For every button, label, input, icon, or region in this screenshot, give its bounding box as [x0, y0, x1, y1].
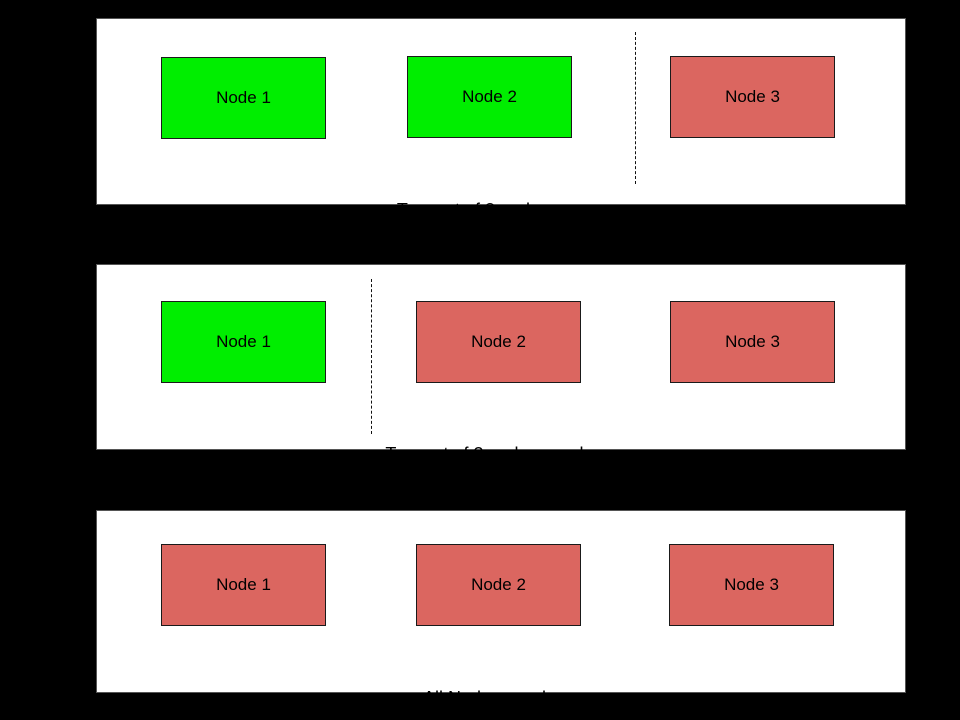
node-box-2: Node 2 — [416, 544, 581, 626]
node-box-1: Node 1 — [161, 57, 326, 139]
caption-line-1: Two out of 3 nodes are down — [385, 444, 617, 464]
panel-two-nodes-up: Node 1 Node 2 Node 3 Two out of 3 nodes … — [96, 18, 906, 286]
node-label: Node 1 — [216, 575, 271, 594]
caption-line-1: Two out of 3 nodes are up — [396, 200, 606, 220]
node-label: Node 1 — [216, 332, 271, 351]
quorum-divider-line — [371, 279, 372, 434]
node-label: Node 1 — [216, 88, 271, 107]
quorum-divider-line — [635, 32, 636, 184]
node-label: Node 2 — [462, 87, 517, 106]
node-box-1: Node 1 — [161, 544, 326, 626]
panel-two-nodes-down: Node 1 Node 2 Node 3 Two out of 3 nodes … — [96, 264, 906, 530]
node-box-3: Node 3 — [670, 301, 835, 383]
node-label: Node 3 — [725, 332, 780, 351]
node-label: Node 3 — [724, 575, 779, 594]
node-box-3: Node 3 — [670, 56, 835, 138]
caption-line-1: All Nodes are down — [422, 688, 580, 708]
node-box-2: Node 2 — [407, 56, 572, 138]
node-label: Node 3 — [725, 87, 780, 106]
node-box-2: Node 2 — [416, 301, 581, 383]
panel-all-nodes-down: Node 1 Node 2 Node 3 All Nodes are down … — [96, 510, 906, 708]
node-label: Node 2 — [471, 575, 526, 594]
node-label: Node 2 — [471, 332, 526, 351]
node-box-3: Node 3 — [669, 544, 834, 626]
panel-caption: All Nodes are down Majority Fails & Clus… — [97, 643, 905, 720]
node-box-1: Node 1 — [161, 301, 326, 383]
